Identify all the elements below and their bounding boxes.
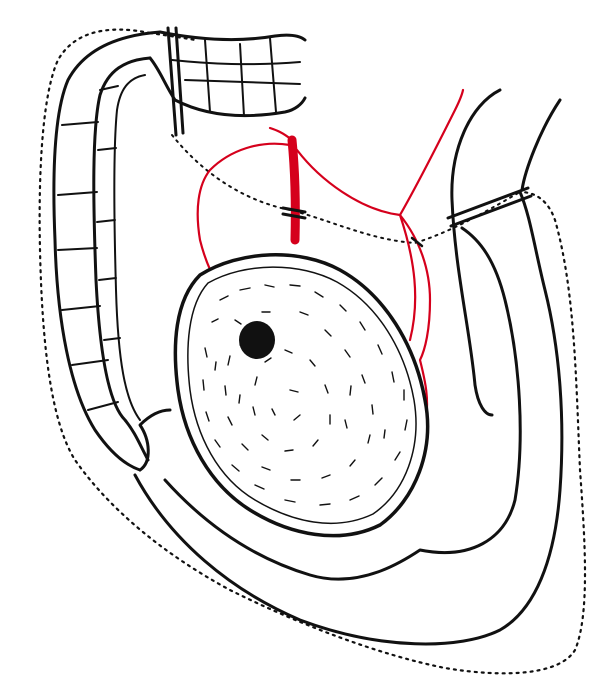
- main-vascular-pedicle: [292, 140, 295, 240]
- ascending-colon-inner-wall: [94, 58, 150, 460]
- transverse-colon-haustra: [185, 38, 300, 116]
- caecum-pole: [140, 410, 170, 470]
- proximal-transection-clamp: [168, 28, 183, 135]
- mesentery-ligature-right: [412, 238, 422, 246]
- transverse-colon-upper-wall: [160, 32, 305, 40]
- ileum-mesenteric-border: [452, 90, 500, 415]
- perforation-spot: [239, 321, 275, 359]
- ascending-colon-taenia: [114, 75, 145, 420]
- vascular-branch-long-right: [400, 90, 463, 215]
- ileum-antimesenteric-border: [522, 100, 560, 190]
- tumour-mass: [175, 255, 427, 536]
- mesenteric-transection-line: [172, 135, 520, 243]
- ascending-colon-haustra: [58, 86, 120, 410]
- vascular-branch-upper-left: [270, 128, 292, 140]
- transverse-colon-mid-line: [172, 60, 300, 64]
